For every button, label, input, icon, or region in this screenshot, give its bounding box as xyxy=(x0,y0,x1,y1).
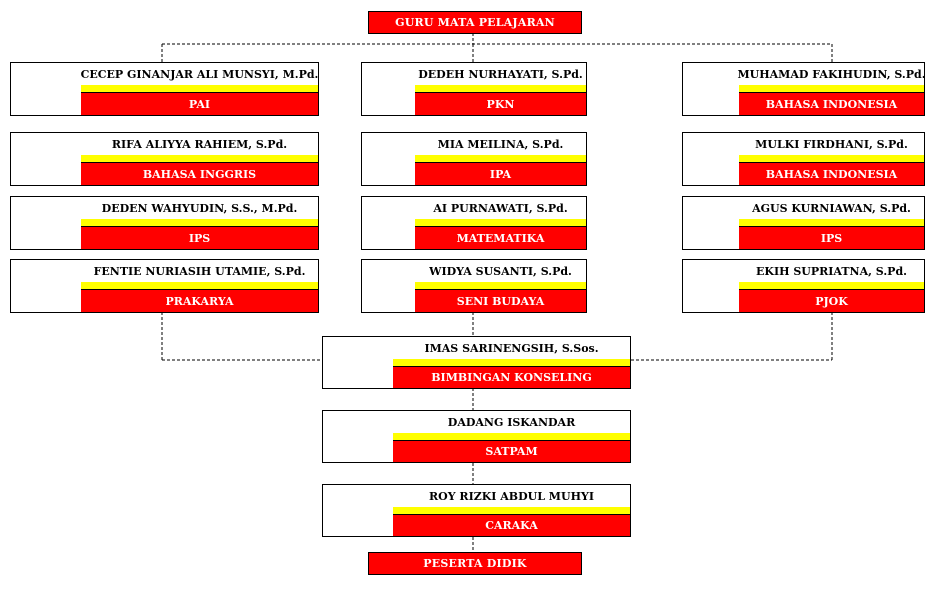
yellow-band xyxy=(393,433,630,441)
yellow-band xyxy=(81,219,318,227)
staff-card: IMAS SARINENGSIH, S.Sos. BIMBINGAN KONSE… xyxy=(322,336,631,389)
teacher-name: DEDEN WAHYUDIN, S.S., M.Pd. xyxy=(81,197,318,220)
teacher-subject: IPA xyxy=(415,163,586,185)
staff-name: IMAS SARINENGSIH, S.Sos. xyxy=(393,337,630,360)
teacher-card: MIA MEILINA, S.Pd. IPA xyxy=(361,132,587,186)
photo-placeholder xyxy=(362,260,416,312)
teacher-card: MUHAMAD FAKIHUDIN, S.Pd. BAHASA INDONESI… xyxy=(682,62,926,116)
staff-name: DADANG ISKANDAR xyxy=(393,411,630,434)
yellow-band xyxy=(739,155,924,163)
teacher-subject: BAHASA INDONESIA xyxy=(739,163,924,185)
photo-placeholder xyxy=(323,411,394,462)
staff-role: BIMBINGAN KONSELING xyxy=(393,367,630,388)
teacher-card: MULKI FIRDHANI, S.Pd. BAHASA INDONESIA xyxy=(682,132,925,186)
teacher-card: DEDEN WAHYUDIN, S.S., M.Pd. IPS xyxy=(10,196,319,250)
teacher-subject: BAHASA INDONESIA xyxy=(739,93,924,115)
teacher-subject: PKN xyxy=(415,93,586,115)
yellow-band xyxy=(81,155,318,163)
footer-box: PESERTA DIDIK xyxy=(368,552,582,575)
teacher-card: EKIH SUPRIATNA, S.Pd. PJOK xyxy=(682,259,925,313)
yellow-band xyxy=(415,85,586,93)
teacher-name: FENTIE NURIASIH UTAMIE, S.Pd. xyxy=(81,260,318,283)
photo-placeholder xyxy=(362,133,416,185)
teacher-card: WIDYA SUSANTI, S.Pd. SENI BUDAYA xyxy=(361,259,587,313)
yellow-band xyxy=(739,219,924,227)
teacher-name: AI PURNAWATI, S.Pd. xyxy=(415,197,586,220)
photo-placeholder xyxy=(683,63,740,115)
footer-title: PESERTA DIDIK xyxy=(423,557,527,570)
teacher-name: EKIH SUPRIATNA, S.Pd. xyxy=(739,260,924,283)
teacher-name: MUHAMAD FAKIHUDIN, S.Pd. xyxy=(737,63,926,86)
photo-placeholder xyxy=(11,63,82,115)
yellow-band xyxy=(415,155,586,163)
teacher-name: DEDEH NURHAYATI, S.Pd. xyxy=(415,63,586,86)
teacher-name: RIFA ALIYYA RAHIEM, S.Pd. xyxy=(81,133,318,156)
header-title: GURU MATA PELAJARAN xyxy=(395,16,555,29)
photo-placeholder xyxy=(11,260,82,312)
staff-card: DADANG ISKANDAR SATPAM xyxy=(322,410,631,463)
photo-placeholder xyxy=(683,260,740,312)
photo-placeholder xyxy=(11,197,82,249)
yellow-band xyxy=(81,282,318,290)
teacher-card: AGUS KURNIAWAN, S.Pd. IPS xyxy=(682,196,925,250)
yellow-band xyxy=(415,282,586,290)
teacher-subject: MATEMATIKA xyxy=(415,227,586,249)
photo-placeholder xyxy=(323,485,394,536)
teacher-subject: PRAKARYA xyxy=(81,290,318,312)
yellow-band xyxy=(739,85,924,93)
staff-card: ROY RIZKI ABDUL MUHYI CARAKA xyxy=(322,484,631,537)
yellow-band xyxy=(415,219,586,227)
teacher-name: AGUS KURNIAWAN, S.Pd. xyxy=(739,197,924,220)
teacher-subject: PAI xyxy=(81,93,318,115)
staff-name: ROY RIZKI ABDUL MUHYI xyxy=(393,485,630,508)
photo-placeholder xyxy=(362,63,416,115)
teacher-name: MULKI FIRDHANI, S.Pd. xyxy=(739,133,924,156)
teacher-subject: PJOK xyxy=(739,290,924,312)
teacher-card: AI PURNAWATI, S.Pd. MATEMATIKA xyxy=(361,196,587,250)
photo-placeholder xyxy=(11,133,82,185)
teacher-card: FENTIE NURIASIH UTAMIE, S.Pd. PRAKARYA xyxy=(10,259,319,313)
teacher-subject: BAHASA INGGRIS xyxy=(81,163,318,185)
staff-role: CARAKA xyxy=(393,515,630,536)
teacher-card: DEDEH NURHAYATI, S.Pd. PKN xyxy=(361,62,587,116)
teacher-card: RIFA ALIYYA RAHIEM, S.Pd. BAHASA INGGRIS xyxy=(10,132,319,186)
yellow-band xyxy=(393,507,630,515)
teacher-name: CECEP GINANJAR ALI MUNSYI, M.Pd. xyxy=(81,63,318,86)
yellow-band xyxy=(81,85,318,93)
header-box: GURU MATA PELAJARAN xyxy=(368,11,582,34)
photo-placeholder xyxy=(683,133,740,185)
yellow-band xyxy=(393,359,630,367)
photo-placeholder xyxy=(683,197,740,249)
teacher-name: MIA MEILINA, S.Pd. xyxy=(415,133,586,156)
staff-role: SATPAM xyxy=(393,441,630,462)
yellow-band xyxy=(739,282,924,290)
teacher-subject: IPS xyxy=(739,227,924,249)
teacher-subject: SENI BUDAYA xyxy=(415,290,586,312)
teacher-card: CECEP GINANJAR ALI MUNSYI, M.Pd. PAI xyxy=(10,62,319,116)
photo-placeholder xyxy=(323,337,394,388)
teacher-name: WIDYA SUSANTI, S.Pd. xyxy=(415,260,586,283)
teacher-subject: IPS xyxy=(81,227,318,249)
photo-placeholder xyxy=(362,197,416,249)
